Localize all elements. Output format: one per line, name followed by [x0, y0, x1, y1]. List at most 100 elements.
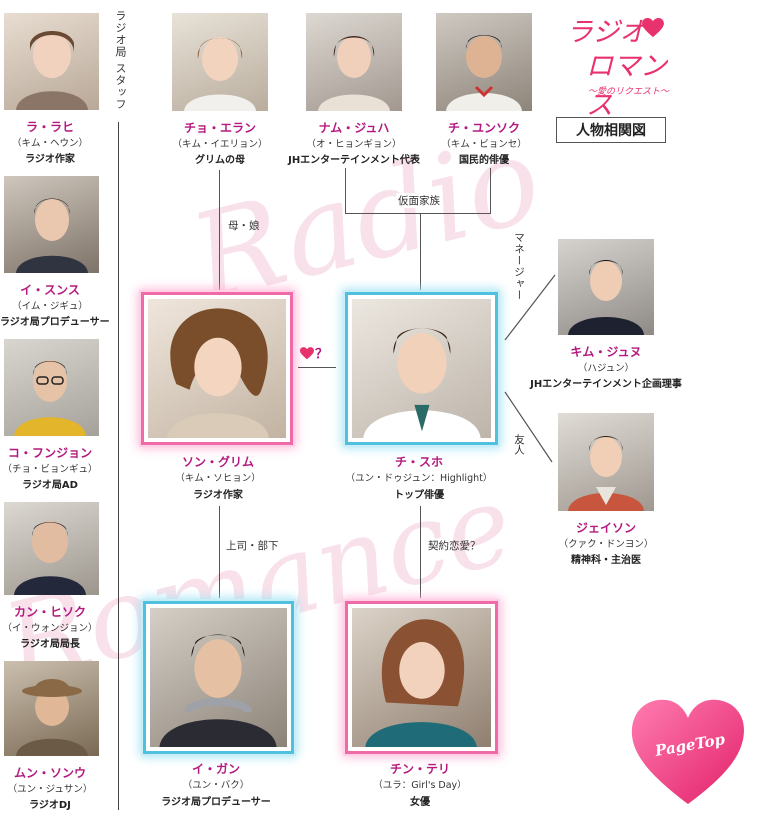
person-icon	[184, 37, 256, 111]
rel-friend: 友人	[513, 434, 525, 455]
person-actor: （クァク・ドンヨン）	[558, 539, 654, 550]
person-actor: （キム・ヘウン）	[11, 138, 88, 149]
grim-actor: （キム・ソヒョン）	[175, 473, 261, 484]
rel-mother-daughter: 母・娘	[228, 220, 260, 232]
portrait-photo	[4, 339, 99, 436]
person-icon	[568, 260, 644, 335]
person-role: ラジオ局AD	[22, 480, 78, 491]
portrait-photo	[4, 661, 99, 756]
person-icon	[446, 35, 522, 111]
grim-frame	[141, 292, 293, 445]
person-name: キム・ジュヌ	[570, 345, 642, 359]
person-role: 国民的俳優	[459, 155, 509, 166]
person-icon	[16, 679, 88, 756]
line-boss-sub	[219, 506, 220, 598]
person-role: ラジオDJ	[29, 800, 71, 811]
person-actor: （ユン・ジュサン）	[7, 784, 93, 795]
logo: ラジオ ロマンス 〜愛のリクエスト〜	[560, 10, 680, 121]
line-love	[298, 367, 336, 368]
teri-role: 女優	[410, 797, 430, 808]
portrait-photo	[352, 608, 491, 747]
person-name: チ・ユンソク	[447, 121, 520, 135]
person-name: ジェイソン	[575, 521, 636, 535]
love-heart-icon	[300, 345, 314, 360]
portrait-photo	[558, 239, 654, 335]
person-name: ラ・ラヒ	[25, 120, 74, 134]
portrait-photo	[352, 299, 491, 438]
suho-name: チ・スホ	[394, 455, 443, 469]
line-fake-family-right	[490, 168, 491, 214]
person-icon	[363, 328, 481, 438]
rel-manager: マネージャー	[513, 232, 525, 301]
person-icon	[16, 198, 88, 273]
portrait-photo	[306, 13, 402, 111]
person-icon	[159, 634, 277, 747]
person-actor: （チョ・ビョンギュ）	[2, 464, 98, 475]
person-actor: （オ・ヒョンギョン）	[306, 139, 402, 150]
person-role: グリムの母	[195, 155, 245, 166]
line-fake-family-down	[420, 213, 421, 291]
person-icon	[14, 521, 86, 595]
person-actor: （キム・イエリョン）	[172, 139, 268, 150]
portrait-photo	[4, 13, 99, 110]
person-name: コ・フンジョン	[7, 446, 93, 460]
suho-frame	[345, 292, 498, 445]
person-role: ラジオ局局長	[20, 639, 80, 650]
gang-name: イ・ガン	[191, 762, 240, 776]
sidebar-heading: ラジオ局 スタッフ	[114, 10, 127, 111]
line-contract-love	[420, 506, 421, 598]
portrait-photo	[150, 608, 287, 747]
person-name: チョ・エラン	[183, 121, 256, 135]
rel-love-question: ？	[315, 347, 329, 362]
line-manager-friend	[500, 270, 560, 470]
person-role: ラジオ作家	[25, 154, 75, 165]
person-role: JHエンターテインメント企画理事	[530, 379, 682, 390]
gang-actor: （ユン・バク）	[182, 780, 250, 791]
person-name: カン・ヒソク	[13, 605, 86, 619]
grim-name: ソン・グリム	[181, 455, 254, 469]
person-actor: （イ・ウォンジョン）	[2, 623, 98, 634]
portrait-photo	[558, 413, 654, 511]
person-role: JHエンターテインメント代表	[288, 155, 420, 166]
suho-role: トップ俳優	[394, 490, 444, 501]
rel-fake-family: 仮面家族	[396, 193, 442, 208]
heart-icon	[642, 18, 664, 38]
sidebar-divider	[118, 122, 119, 810]
rel-contract-love: 契約恋愛？	[428, 540, 481, 552]
portrait-photo	[436, 13, 532, 111]
suho-actor: （ユン・ドゥジュン：Highlight）	[345, 473, 493, 484]
teri-name: チン・テリ	[389, 762, 450, 776]
person-icon	[318, 36, 390, 111]
teri-frame	[345, 601, 498, 754]
person-name: ナム・ジュハ	[318, 121, 390, 135]
person-role: 精神科・主治医	[571, 555, 641, 566]
person-icon	[16, 31, 88, 110]
person-icon	[166, 308, 269, 438]
page-top-button[interactable]: PageTop	[626, 694, 751, 808]
person-icon	[568, 436, 644, 511]
portrait-photo	[172, 13, 268, 111]
rel-boss-sub: 上司・部下	[226, 540, 279, 552]
teri-actor: （ユラ：Girl's Day）	[373, 780, 467, 791]
gang-frame	[143, 601, 294, 754]
logo-title-line2: ロマンス	[586, 51, 667, 121]
logo-subtitle: 〜愛のリクエスト〜	[588, 87, 670, 97]
heart-icon	[631, 699, 744, 804]
person-icon	[365, 619, 477, 747]
portrait-photo	[4, 502, 99, 595]
person-role: ラジオ局プロデューサー	[0, 317, 110, 328]
logo-title-line1: ラジオ	[566, 17, 647, 48]
person-icon	[14, 360, 86, 436]
person-actor: （イム・ジギュ）	[12, 301, 88, 312]
line-fake-family-left	[345, 168, 346, 214]
grim-role: ラジオ作家	[193, 490, 243, 501]
portrait-photo	[4, 176, 99, 273]
person-actor: （ハジュン）	[577, 363, 635, 374]
line-mother-daughter	[219, 170, 220, 290]
person-actor: （キム・ビョンセ）	[441, 139, 527, 150]
gang-role: ラジオ局プロデューサー	[161, 797, 271, 808]
person-name: イ・スンス	[20, 283, 80, 297]
portrait-photo	[148, 299, 286, 438]
person-name: ムン・ソンウ	[13, 766, 86, 780]
line-fake-family-bar	[345, 213, 491, 214]
